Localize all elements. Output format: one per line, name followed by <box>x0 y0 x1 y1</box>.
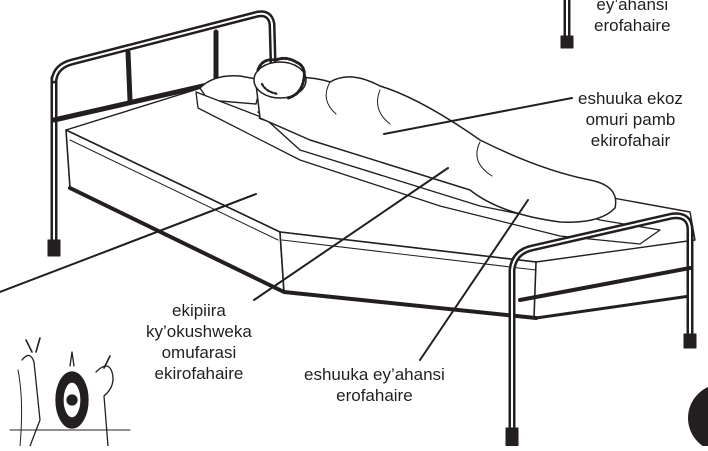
uganda-coat-of-arms-icon <box>10 338 130 446</box>
label-mackintosh: ekipiira ky’okushweka omufarasi ekirofah… <box>146 300 252 384</box>
decorative-disc <box>688 384 708 446</box>
label-bottom-sheet: eshuuka ey’ahansi erofahaire <box>304 364 445 406</box>
far-bed-post <box>561 0 573 48</box>
label-top-sheet: ey’ahansi erofahaire <box>594 0 671 36</box>
label-draw-sheet: eshuuka ekoz omuri pamb ekirofahair <box>578 88 683 151</box>
